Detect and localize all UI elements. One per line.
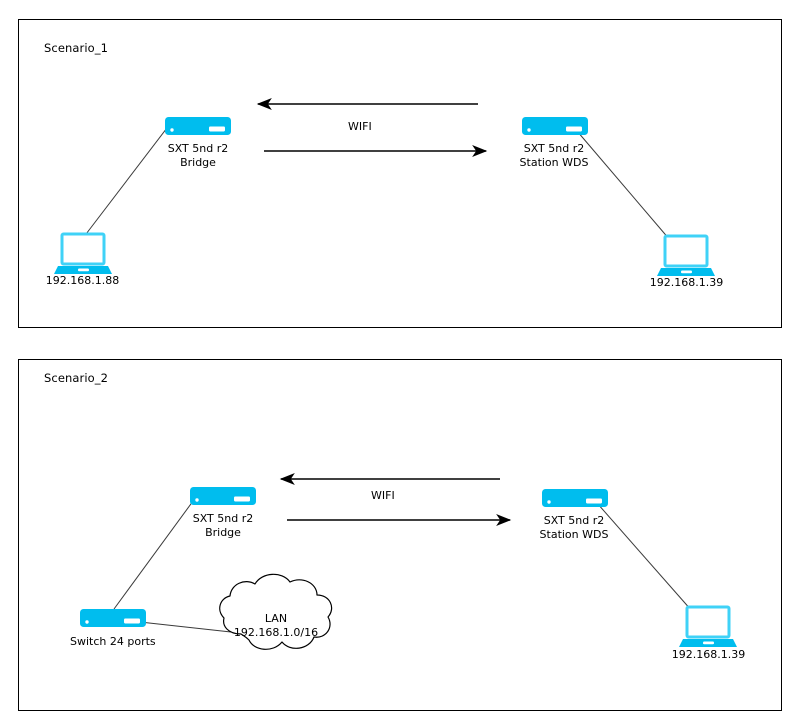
scenario-2-frame <box>18 359 782 711</box>
link-station-to-laptop-right <box>576 130 671 241</box>
link-station-to-laptop-right <box>596 502 693 612</box>
scenario-2-links <box>113 472 693 634</box>
cloud-icon[interactable] <box>219 573 333 650</box>
wifi-link-label: WIFI <box>371 489 395 502</box>
laptop-left-label: 192.168.1.88 <box>45 274 120 287</box>
switch-icon[interactable] <box>80 609 146 627</box>
laptop-right-label: 192.168.1.39 <box>671 648 746 661</box>
scenario-1-title: Scenario_1 <box>44 41 109 55</box>
scenario-2-title: Scenario_2 <box>44 371 109 385</box>
sxt-station-wds-label: SXT 5nd r2 Station WDS <box>519 142 589 169</box>
router-icon[interactable] <box>190 487 256 505</box>
sxt-bridge-label: SXT 5nd r2 Bridge <box>167 142 229 169</box>
scenario-1-links <box>82 97 671 241</box>
router-icon[interactable] <box>165 117 231 135</box>
link-laptop-left-to-bridge <box>82 123 171 239</box>
switch-label: Switch 24 ports <box>70 635 156 648</box>
sxt-bridge-label: SXT 5nd r2 Bridge <box>192 512 254 539</box>
router-icon[interactable] <box>542 489 608 507</box>
laptop-icon[interactable] <box>54 232 112 274</box>
router-icon[interactable] <box>522 117 588 135</box>
sxt-station-wds-label: SXT 5nd r2 Station WDS <box>539 514 609 541</box>
link-switch-to-lan-cloud <box>139 621 241 634</box>
link-switch-to-bridge <box>113 496 197 610</box>
wifi-link-label: WIFI <box>348 120 372 133</box>
scenario-1-frame <box>18 19 782 328</box>
laptop-right-label: 192.168.1.39 <box>649 276 724 289</box>
laptop-icon[interactable] <box>679 605 737 647</box>
laptop-icon[interactable] <box>657 234 715 276</box>
